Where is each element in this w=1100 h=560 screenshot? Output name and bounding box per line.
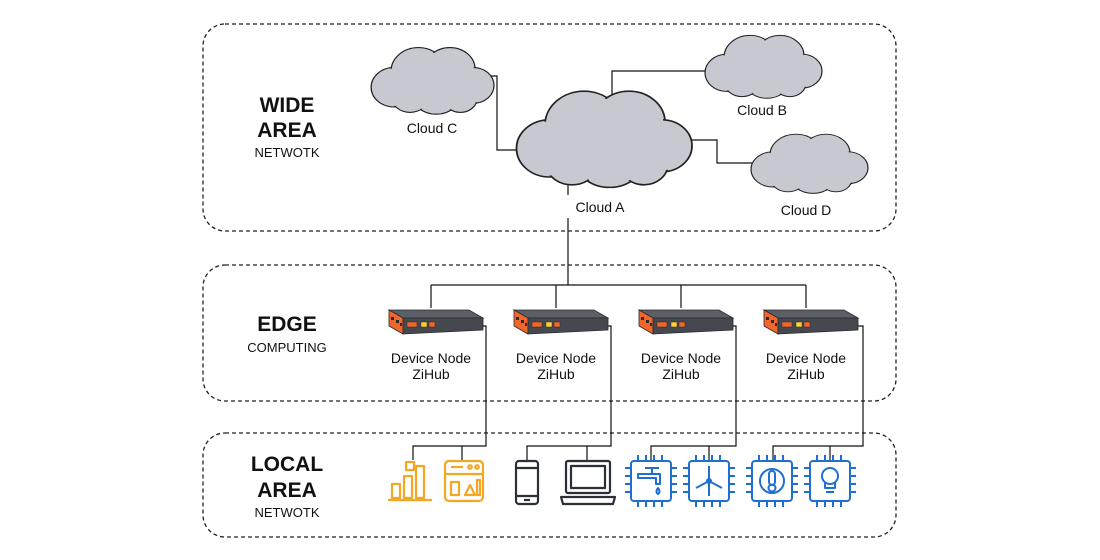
edge-title: EDGE [257,313,317,336]
wide-area-subtitle: NETWOTK [255,145,320,160]
cloud-c-label: Cloud C [407,120,458,136]
device-node-2-label: Device Node [516,350,596,366]
device-node-4-sublabel: ZiHub [787,366,825,382]
light-bulb-chip-icon [804,455,856,507]
thermometer-chip-icon [746,455,798,507]
local-area-title-line1: LOCAL [251,453,323,476]
cloud-b [704,34,823,99]
device-node-3-sublabel: ZiHub [662,366,700,382]
device-node-1-label: Device Node [391,350,471,366]
edge-bus [430,284,807,308]
cloud-d [750,133,869,194]
wide-area-title-line1: WIDE [260,94,315,117]
device-node-1: Device Node ZiHub [388,309,484,382]
local-area-subtitle: NETWOTK [255,505,320,520]
dashboard-panel-icon [443,459,485,503]
water-tap-chip-icon [625,455,677,507]
device-node-2-sublabel: ZiHub [537,366,575,382]
wind-turbine-chip-icon [683,455,735,507]
bar-chart-icon [388,460,432,502]
local-links [412,325,864,460]
local-area-title-line2: AREA [257,479,317,502]
device-node-4-label: Device Node [766,350,846,366]
device-node-4: Device Node ZiHub [763,309,859,382]
cloud-d-label: Cloud D [781,202,832,218]
cloud-b-label: Cloud B [737,102,787,118]
edge-computing-zone [202,264,897,402]
device-node-2: Device Node ZiHub [513,309,609,382]
cloud-c [370,46,495,115]
cloud-a [515,90,693,189]
wide-area-title-line2: AREA [257,119,317,142]
local-area-zone [202,432,897,538]
edge-subtitle: COMPUTING [247,340,326,355]
cloud-a-label: Cloud A [575,199,625,215]
laptop-icon [559,459,617,506]
device-node-1-sublabel: ZiHub [412,366,450,382]
wide-area-zone [202,23,897,232]
smartphone-icon [514,459,540,506]
device-node-3: Device Node ZiHub [638,309,734,382]
device-node-3-label: Device Node [641,350,721,366]
